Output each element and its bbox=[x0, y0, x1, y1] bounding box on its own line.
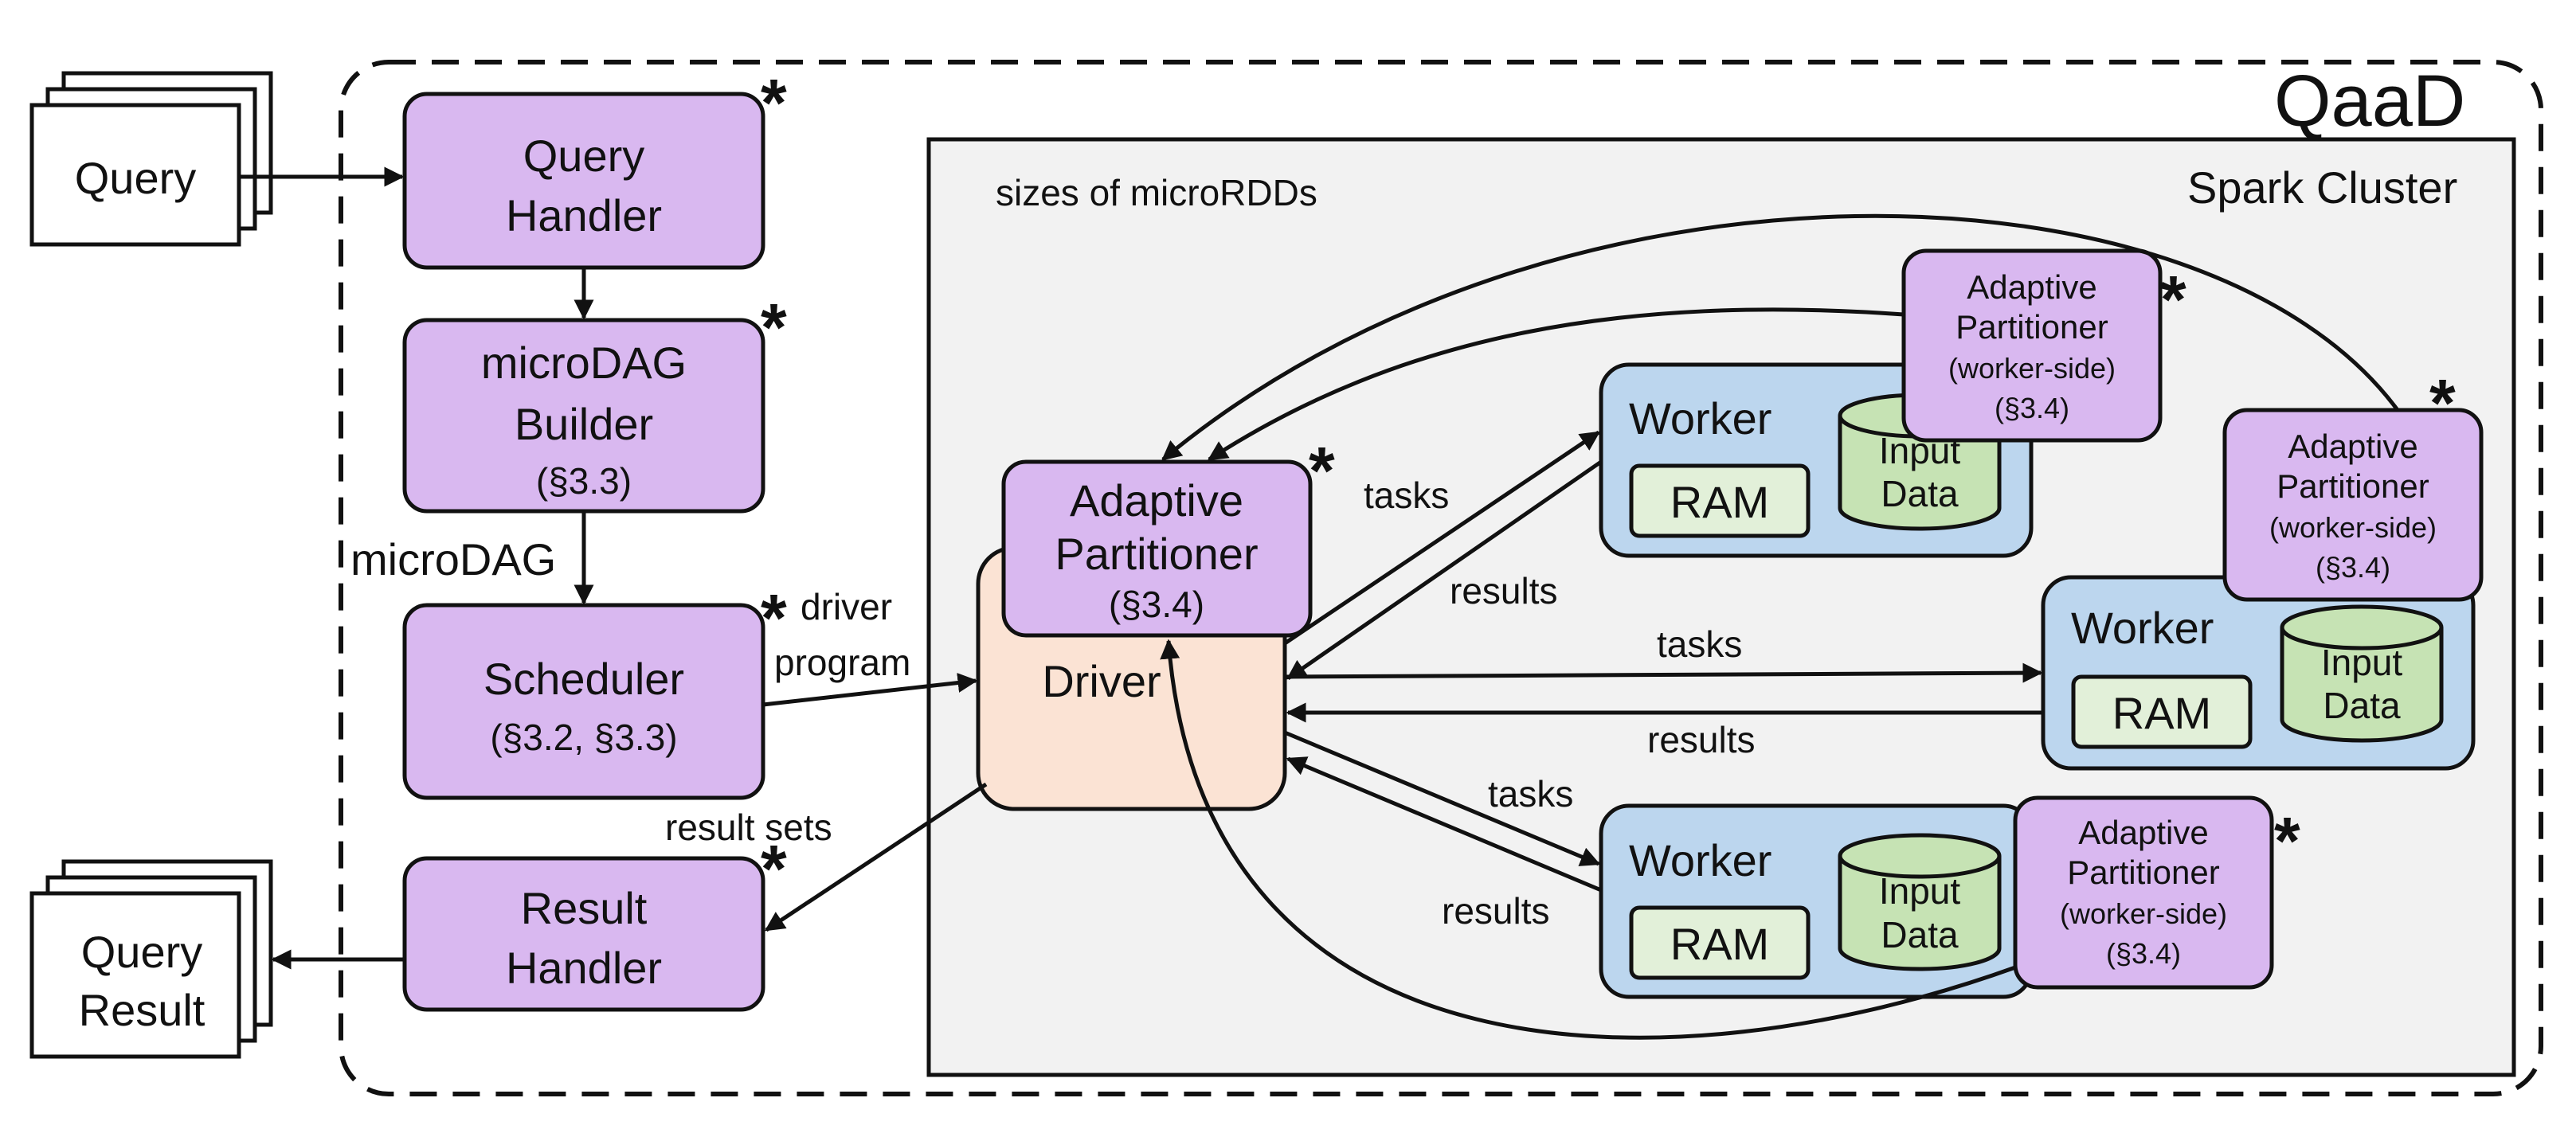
worker-3-input-data: Input Data bbox=[1838, 833, 2002, 971]
query-result-label-1: Query bbox=[81, 927, 203, 977]
worker-2: Worker RAM Input Data bbox=[2041, 575, 2476, 771]
microdag-builder: microDAG Builder (§3.3) bbox=[402, 318, 765, 514]
query-stack: Query bbox=[29, 71, 273, 247]
edge-label-results-3: results bbox=[1442, 890, 1549, 932]
edge-driver-to-result-handler bbox=[764, 782, 988, 932]
svg-text:Partitioner: Partitioner bbox=[1955, 308, 2108, 346]
svg-text:(§3.4): (§3.4) bbox=[1995, 392, 2069, 424]
query-result-label-2: Result bbox=[79, 985, 206, 1035]
worker-2-data-line1: Input bbox=[2321, 642, 2403, 683]
driver-label: Driver bbox=[1042, 656, 1161, 706]
qaad-boundary bbox=[339, 60, 2543, 1096]
svg-text:Adaptive: Adaptive bbox=[2288, 428, 2417, 465]
worker-3-adaptive-partitioner: Adaptive Partitioner (worker-side) (§3.4… bbox=[2013, 795, 2274, 990]
scheduler-star: * bbox=[761, 580, 787, 655]
edge-label-microdag: microDAG bbox=[350, 534, 556, 584]
result-handler-line2: Handler bbox=[506, 943, 662, 993]
result-handler: Result Handler bbox=[402, 856, 765, 1012]
edge-label-tasks-3: tasks bbox=[1488, 773, 1573, 815]
scheduler: Scheduler (§3.2, §3.3) bbox=[402, 603, 765, 800]
worker-3-partitioner-star: * bbox=[2274, 803, 2300, 878]
driver-partitioner-line1: Adaptive bbox=[1070, 475, 1243, 526]
edge-sizes-from-worker-3 bbox=[1160, 639, 2016, 1040]
edge-label-program: program bbox=[774, 642, 910, 683]
qaad-title: QaaD bbox=[2274, 61, 2465, 142]
driver-partitioner-ref: (§3.4) bbox=[1109, 584, 1204, 625]
svg-text:Adaptive: Adaptive bbox=[2078, 814, 2208, 851]
result-handler-star: * bbox=[761, 831, 787, 906]
microdag-builder-line1: microDAG bbox=[481, 338, 687, 388]
edge-label-result-sets: result sets bbox=[665, 807, 832, 848]
edge-label-results-2: results bbox=[1647, 719, 1755, 760]
worker-1-data-line2: Data bbox=[1881, 473, 1959, 514]
edge-sizes-from-worker-1 bbox=[1207, 307, 1905, 462]
svg-text:(§3.4): (§3.4) bbox=[2106, 937, 2181, 970]
edge-results-worker-1 bbox=[1286, 459, 1603, 681]
edge-label-tasks-2: tasks bbox=[1657, 623, 1742, 665]
result-handler-line1: Result bbox=[521, 883, 648, 933]
worker-1-ram-label: RAM bbox=[1670, 477, 1769, 527]
worker-3: Worker RAM Input Data bbox=[1599, 803, 2034, 999]
worker-2-ram-label: RAM bbox=[2112, 688, 2211, 738]
spark-cluster-label: Spark Cluster bbox=[2187, 162, 2457, 213]
worker-2-partitioner-star: * bbox=[2429, 365, 2456, 440]
worker-3-ram-label: RAM bbox=[1670, 919, 1769, 969]
worker-2-label: Worker bbox=[2071, 603, 2214, 653]
worker-3-ram bbox=[1629, 905, 1811, 980]
query-handler-star: * bbox=[761, 65, 787, 140]
worker-2-ram bbox=[2071, 674, 2253, 749]
edge-tasks-worker-3 bbox=[1284, 730, 1601, 866]
query-handler: Query Handler bbox=[402, 92, 765, 270]
edge-label-tasks-1: tasks bbox=[1364, 475, 1449, 516]
worker-3-label: Worker bbox=[1629, 835, 1771, 885]
svg-text:Partitioner: Partitioner bbox=[2067, 854, 2219, 891]
svg-text:(§3.4): (§3.4) bbox=[2316, 551, 2390, 584]
svg-text:(worker-side): (worker-side) bbox=[2060, 897, 2227, 930]
edge-results-worker-3 bbox=[1286, 756, 1602, 893]
microdag-builder-ref: (§3.3) bbox=[536, 460, 632, 502]
microdag-builder-star: * bbox=[761, 290, 787, 365]
worker-1-adaptive-partitioner: Adaptive Partitioner (worker-side) (§3.4… bbox=[1901, 248, 2163, 443]
svg-text:(worker-side): (worker-side) bbox=[2269, 511, 2437, 544]
driver-partitioner-star: * bbox=[1309, 433, 1335, 508]
query-handler-line2: Handler bbox=[506, 190, 662, 240]
driver-partitioner-line2: Partitioner bbox=[1055, 529, 1258, 579]
worker-2-input-data: Input Data bbox=[2280, 604, 2444, 743]
worker-2-data-line2: Data bbox=[2323, 685, 2401, 726]
svg-text:Partitioner: Partitioner bbox=[2277, 467, 2429, 505]
svg-text:(worker-side): (worker-side) bbox=[1948, 352, 2116, 385]
worker-1-label: Worker bbox=[1629, 393, 1771, 443]
edge-label-results-1: results bbox=[1450, 570, 1557, 611]
worker-2-adaptive-partitioner: Adaptive Partitioner (worker-side) (§3.4… bbox=[2222, 408, 2484, 602]
query-stack-label: Query bbox=[75, 153, 197, 203]
query-handler-line1: Query bbox=[523, 131, 645, 181]
query-result-stack: Query Result bbox=[29, 859, 273, 1059]
edge-tasks-worker-2 bbox=[1284, 662, 2043, 683]
worker-1-ram bbox=[1629, 463, 1811, 538]
microdag-builder-line2: Builder bbox=[515, 399, 653, 449]
scheduler-ref: (§3.2, §3.3) bbox=[490, 717, 677, 758]
edge-label-driver: driver bbox=[801, 586, 892, 627]
svg-text:Adaptive: Adaptive bbox=[1967, 268, 2096, 306]
worker-3-data-line2: Data bbox=[1881, 914, 1959, 955]
driver-adaptive-partitioner: Adaptive Partitioner (§3.4) bbox=[1001, 459, 1313, 638]
scheduler-line1: Scheduler bbox=[483, 654, 684, 704]
edge-label-sizes: sizes of microRDDs bbox=[996, 172, 1317, 213]
edge-sizes-from-worker-2 bbox=[1161, 213, 2400, 461]
edge-tasks-worker-1 bbox=[1283, 430, 1601, 646]
edge-scheduler-to-driver bbox=[762, 673, 978, 707]
worker-1-partitioner-star: * bbox=[2160, 262, 2186, 337]
worker-3-data-line1: Input bbox=[1879, 870, 1961, 912]
